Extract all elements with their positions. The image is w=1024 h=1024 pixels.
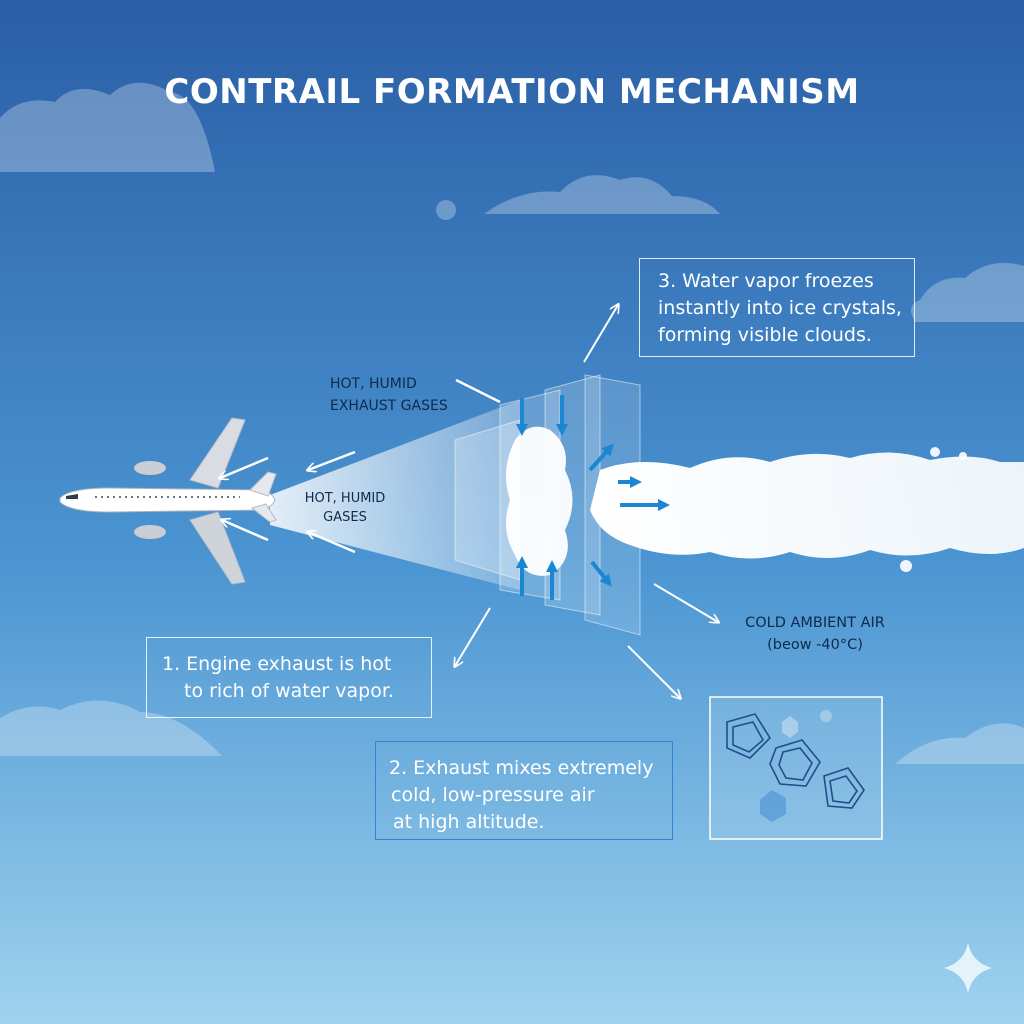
contrail-cloud — [506, 426, 1024, 576]
mixing-arrows — [516, 395, 670, 600]
label-exhaust-gases: HOT, HUMID EXHAUST GASES — [330, 373, 448, 417]
callout-box-step3 — [639, 258, 915, 357]
airflow-arrows — [220, 378, 501, 554]
callout-box-step1 — [146, 637, 432, 718]
callout-line: 3. Water vapor froezes — [658, 270, 874, 292]
callout-step2: 2. Exhaust mixes extremely cold, low-pre… — [389, 755, 653, 836]
label-line: COLD AMBIENT AIR — [745, 615, 885, 631]
label-line: GASES — [323, 510, 367, 525]
callout-line: at high altitude. — [393, 811, 545, 833]
label-cold-ambient-air: COLD AMBIENT AIR (beow -40°C) — [735, 612, 895, 656]
callout-box-step2 — [375, 741, 673, 840]
diagram-title: CONTRAIL FORMATION MECHANISM — [164, 72, 860, 112]
label-line: EXHAUST GASES — [330, 398, 448, 414]
callout-line: 1. Engine exhaust is hot — [162, 653, 392, 675]
callout-line: forming visible clouds. — [658, 324, 872, 346]
callout-step3: 3. Water vapor froezes instantly into ic… — [658, 268, 902, 349]
label-line: HOT, HUMID — [330, 376, 417, 392]
label-line: (beow -40°C) — [767, 637, 863, 653]
label-hot-gases: HOT, HUMID GASES — [300, 489, 390, 527]
callout-step1: 1. Engine exhaust is hot to rich of wate… — [162, 651, 394, 705]
ice-crystal-icon — [726, 713, 865, 809]
background-clouds — [0, 82, 1024, 764]
airplane-icon — [59, 417, 277, 585]
callout-line: cold, low-pressure air — [391, 784, 595, 806]
label-line: HOT, HUMID — [304, 491, 386, 506]
callout-line: instantly into ice crystals, — [658, 297, 902, 319]
ice-crystal-panel — [709, 696, 883, 840]
callout-line: to rich of water vapor. — [184, 680, 394, 702]
callout-line: 2. Exhaust mixes extremely — [389, 757, 654, 779]
sparkle-icon — [944, 942, 992, 994]
leader-lines — [455, 305, 718, 698]
